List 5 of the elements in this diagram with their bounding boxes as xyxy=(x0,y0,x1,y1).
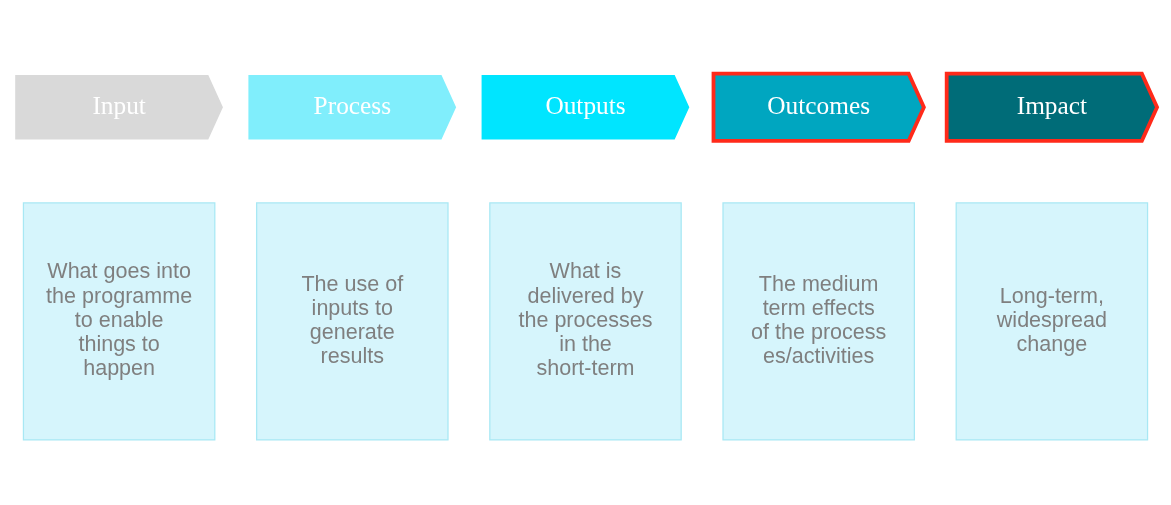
node-box: Long-term, widespread change xyxy=(955,201,1149,441)
node-box: What is delivered by the processes in the short-term xyxy=(489,201,682,441)
node-box: What goes into the programme to enable things to happen xyxy=(22,201,216,441)
node-box: The medium term effects of the processes/activities xyxy=(722,201,915,441)
node-box: The use of inputs to generate results xyxy=(256,201,449,441)
